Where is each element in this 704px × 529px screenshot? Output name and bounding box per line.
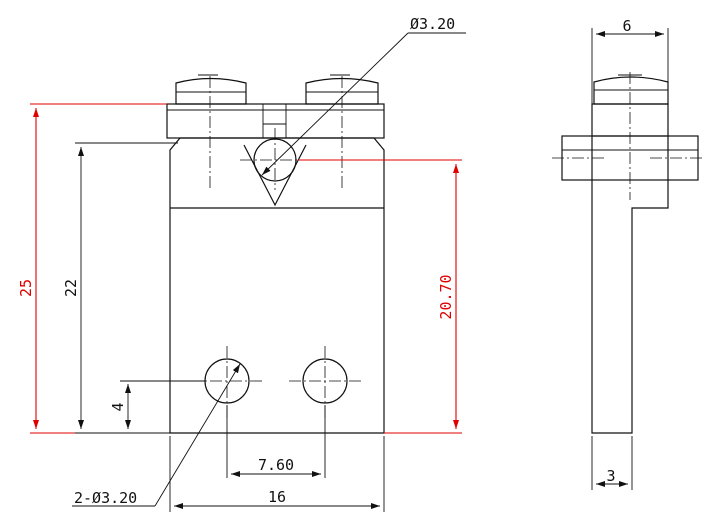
dim-hole-spacing: 7.60 bbox=[226, 405, 326, 478]
dim-height-total-label: 25 bbox=[17, 279, 35, 297]
main-body bbox=[169, 137, 385, 434]
dim-hole-spacing-label: 7.60 bbox=[258, 456, 294, 474]
dim-body-width: 16 bbox=[169, 436, 385, 512]
dim-hole-offset-label: 4 bbox=[109, 402, 127, 411]
dim-height-body-label: 22 bbox=[62, 279, 80, 297]
dim-top-hole-diameter-label: Ø3.20 bbox=[410, 15, 455, 33]
bottom-hole-right bbox=[289, 346, 362, 418]
dim-hole-height-label: 20.70 bbox=[437, 274, 455, 319]
clamp-plate bbox=[166, 103, 385, 139]
dim-side-thickness-label: 3 bbox=[606, 467, 615, 485]
screw-head-left bbox=[175, 74, 247, 105]
dim-bottom-holes-diameter-label: 2-Ø3.20 bbox=[74, 489, 137, 507]
dim-side-width: 6 bbox=[591, 17, 669, 104]
dim-height-body: 22 bbox=[62, 142, 178, 434]
dim-side-width-label: 6 bbox=[622, 17, 631, 35]
dim-body-width-label: 16 bbox=[268, 488, 286, 506]
dim-hole-height: 20.70 bbox=[298, 159, 462, 434]
dim-side-thickness: 3 bbox=[591, 436, 633, 490]
dim-bottom-holes-diameter: 2-Ø3.20 bbox=[72, 363, 241, 507]
side-view bbox=[552, 72, 704, 434]
dim-height-total: 25 bbox=[17, 103, 170, 434]
dim-top-hole-diameter: Ø3.20 bbox=[261, 15, 466, 176]
bottom-hole-left bbox=[190, 346, 265, 418]
front-view bbox=[166, 74, 385, 434]
dim-hole-offset: 4 bbox=[109, 380, 205, 429]
